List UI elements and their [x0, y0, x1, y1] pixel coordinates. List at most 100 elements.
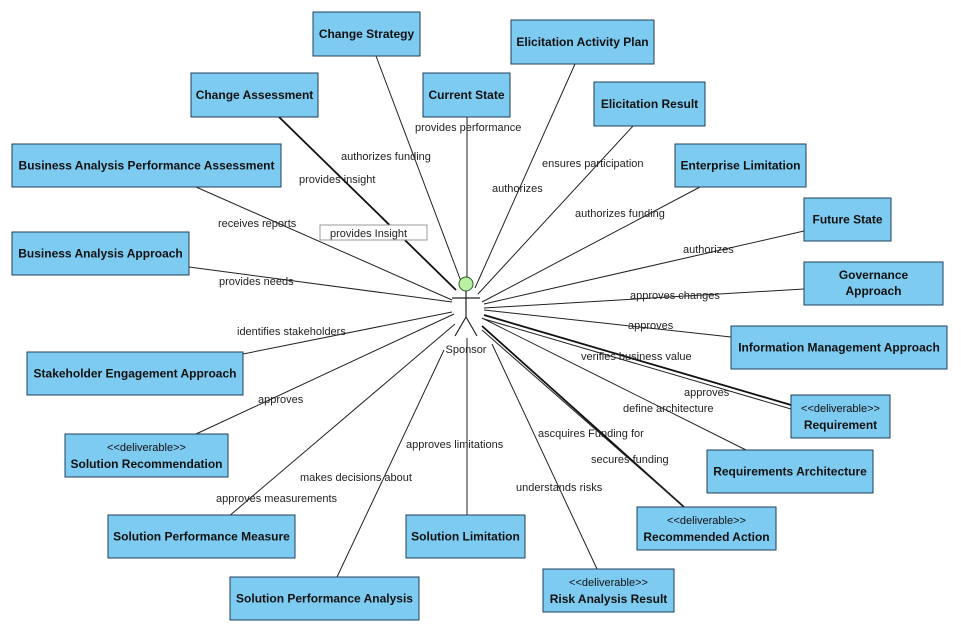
relation-line-recommended-action[interactable] — [481, 329, 685, 508]
node-box — [229, 576, 420, 621]
relation-line-elicitation-result[interactable] — [477, 125, 634, 295]
relation-label: authorizes funding — [341, 151, 431, 163]
relation-lines — [188, 55, 805, 578]
relation-line-governance-approach[interactable] — [483, 288, 805, 309]
relation-line-change-assessment[interactable] — [278, 116, 457, 291]
node-elicitation-activity-plan[interactable]: Elicitation Activity Plan — [510, 19, 655, 65]
node-stereotype: <<deliverable>> — [801, 403, 880, 415]
node-box — [803, 197, 892, 242]
node-stakeholder-engagement-approach[interactable]: Stakeholder Engagement Approach — [26, 351, 244, 396]
relation-label: ascquires Funding for — [538, 428, 644, 440]
actor-right-leg — [465, 316, 478, 337]
node-box — [706, 449, 874, 494]
node-label: Elicitation Activity Plan — [516, 35, 648, 49]
relation-label: authorizes — [492, 183, 543, 195]
relation-label: understands risks — [516, 482, 603, 494]
relation-label-frame — [319, 224, 428, 241]
node-label: Solution Performance Analysis — [236, 592, 413, 606]
relation-label: approves measurements — [216, 493, 338, 505]
node-information-management-approach[interactable]: Information Management Approach — [730, 325, 948, 370]
relation-line-solution-recommendation[interactable] — [195, 313, 455, 435]
node-label: Business Analysis Approach — [18, 247, 183, 261]
relation-line-requirements-architecture[interactable] — [481, 317, 747, 451]
node-label: Elicitation Result — [601, 97, 698, 111]
node-box — [636, 506, 777, 551]
node-box — [790, 394, 891, 439]
relation-line-solution-performance-measure[interactable] — [227, 323, 456, 518]
node-box — [803, 261, 944, 306]
node-label: Change Assessment — [196, 88, 314, 102]
node-label: Future State — [812, 213, 882, 227]
node-change-assessment[interactable]: Change Assessment — [190, 72, 319, 118]
node-future-state[interactable]: Future State — [803, 197, 892, 242]
node-label: Risk Analysis Result — [550, 592, 668, 606]
node-enterprise-limitation[interactable]: Enterprise Limitation — [674, 143, 807, 188]
relation-line-information-management-approach[interactable] — [483, 309, 732, 338]
relation-line-stakeholder-engagement-approach[interactable] — [242, 311, 453, 355]
relation-label: provides insight — [299, 174, 375, 186]
node-box — [312, 11, 421, 57]
relation-label: authorizes funding — [575, 208, 665, 220]
relation-line-elicitation-activity-plan[interactable] — [474, 63, 576, 289]
node-recommended-action[interactable]: <<deliverable>>Recommended Action — [636, 506, 777, 551]
relation-line-recommended-action[interactable] — [481, 325, 685, 508]
node-box — [11, 231, 190, 276]
node-elicitation-result[interactable]: Elicitation Result — [593, 81, 706, 127]
node-label: Business Analysis Performance Assessment — [19, 159, 275, 173]
node-ba-approach[interactable]: Business Analysis Approach — [11, 231, 190, 276]
actor-head-icon — [458, 276, 474, 292]
node-label: Current State — [428, 88, 504, 102]
relation-label: provides performance — [415, 122, 521, 134]
node-label: Requirement — [804, 418, 877, 432]
node-solution-performance-measure[interactable]: Solution Performance Measure — [107, 514, 296, 559]
node-box — [11, 143, 282, 188]
node-box — [26, 351, 244, 396]
relation-line-requirement[interactable] — [483, 318, 792, 410]
node-box — [107, 514, 296, 559]
relation-label: define architecture — [623, 403, 714, 415]
relation-line-future-state[interactable] — [483, 230, 805, 305]
node-label: Information Management Approach — [738, 341, 940, 355]
node-box — [405, 514, 526, 559]
relation-label: makes decisions about — [300, 472, 412, 484]
actor-name: Sponsor — [446, 344, 487, 356]
node-label: Enterprise Limitation — [680, 159, 800, 173]
relation-label: approves limitations — [406, 439, 504, 451]
node-label: Change Strategy — [319, 27, 415, 41]
node-solution-recommendation[interactable]: <<deliverable>>Solution Recommendation — [64, 433, 229, 478]
node-box — [593, 81, 706, 127]
node-current-state[interactable]: Current State — [422, 72, 511, 118]
relation-label: identifies stakeholders — [237, 326, 346, 338]
node-box — [422, 72, 511, 118]
node-label: Solution Limitation — [411, 530, 520, 544]
node-risk-analysis-result[interactable]: <<deliverable>>Risk Analysis Result — [542, 568, 675, 613]
relation-line-risk-analysis-result[interactable] — [491, 343, 598, 570]
node-label: Solution Performance Measure — [113, 530, 290, 544]
node-change-strategy[interactable]: Change Strategy — [312, 11, 421, 57]
relation-label: authorizes — [683, 244, 734, 256]
node-requirement[interactable]: <<deliverable>> Requirement — [790, 394, 891, 439]
node-box — [542, 568, 675, 613]
relation-label: verifies business value — [581, 351, 692, 363]
relation-line-enterprise-limitation[interactable] — [481, 186, 701, 303]
relation-line-ba-approach[interactable] — [188, 266, 453, 303]
relation-line-ba-performance-assessment[interactable] — [195, 186, 453, 301]
relation-line-requirement[interactable] — [483, 314, 792, 406]
relation-line-solution-performance-analysis[interactable] — [336, 349, 445, 578]
relation-label: provides Insight — [330, 228, 407, 240]
relation-labels: authorizes funding authorizes provides ins… — [216, 122, 734, 505]
node-solution-performance-analysis[interactable]: Solution Performance Analysis — [229, 576, 420, 621]
relation-label: approves changes — [630, 290, 720, 302]
node-ba-performance-assessment[interactable]: Business Analysis Performance Assessment — [11, 143, 282, 188]
sponsor-actor[interactable]: Sponsor — [446, 276, 487, 356]
node-solution-limitation[interactable]: Solution Limitation — [405, 514, 526, 559]
relation-label: provides needs — [219, 276, 294, 288]
relation-line-change-strategy[interactable] — [375, 55, 463, 285]
relation-label: approves — [258, 394, 304, 406]
node-box — [674, 143, 807, 188]
node-requirements-architecture[interactable]: Requirements Architecture — [706, 449, 874, 494]
